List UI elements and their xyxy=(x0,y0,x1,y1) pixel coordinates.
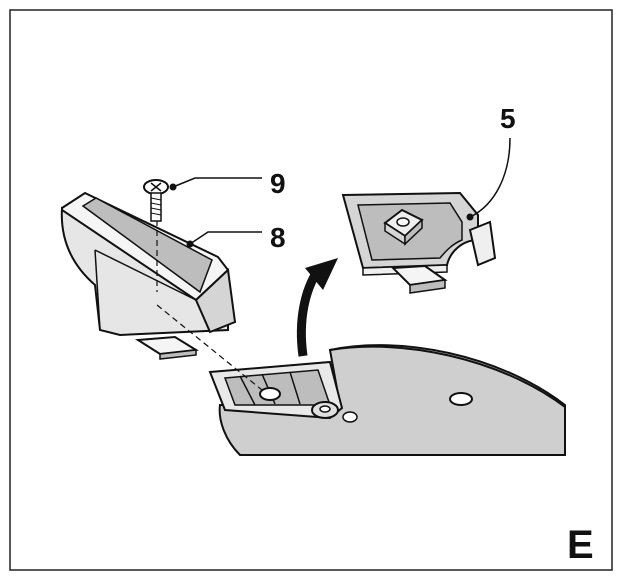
mount-screw-hole xyxy=(259,387,281,401)
callout-5: 5 xyxy=(500,103,516,134)
lift-arrow xyxy=(296,258,338,357)
callout-8: 8 xyxy=(270,222,286,253)
screw-part-9 xyxy=(143,179,169,222)
leader-lines xyxy=(169,137,511,248)
callout-9: 9 xyxy=(270,168,286,199)
panel-letter: E xyxy=(567,523,594,567)
holder-part-8 xyxy=(60,191,263,391)
base-plate xyxy=(208,344,566,456)
insert-part-5 xyxy=(341,191,497,294)
plate-hole xyxy=(449,392,473,406)
